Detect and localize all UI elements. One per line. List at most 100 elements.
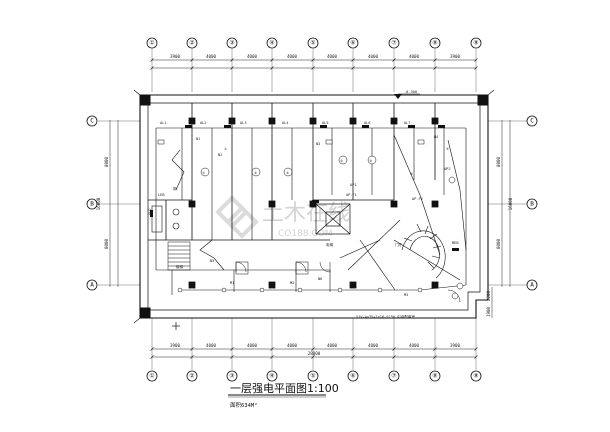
panel-label: M1 <box>230 281 234 285</box>
axis-bubble: ⑨ <box>470 37 482 49</box>
panel-label: AP-F2 <box>412 197 423 201</box>
axis-bubble: ③ <box>226 370 238 382</box>
elevation-mark: -0.300 <box>394 90 420 99</box>
svg-text:⑥: ⑥ <box>350 373 355 380</box>
dim-top-5: 4000 <box>327 54 338 59</box>
dim-bottom-total: 28000 <box>308 351 321 356</box>
axis-bubble: A <box>86 279 98 291</box>
dim-bottom-1: 3900 <box>170 343 181 348</box>
panel-label: N3 <box>316 142 320 146</box>
axis-bubble: B <box>526 198 538 210</box>
dim-bottom-7: 4000 <box>409 343 420 348</box>
dim-right-2: 16000 <box>508 197 513 210</box>
panel-label: M2 <box>290 281 294 285</box>
dim-top-7: 4000 <box>409 54 420 59</box>
axis-bubble: C <box>526 115 538 127</box>
dim-top-3: 4000 <box>247 54 258 59</box>
panel-label: N1 <box>196 137 200 141</box>
axis-bubble: ⑦ <box>388 370 400 382</box>
room-label: ③ <box>340 159 344 163</box>
watermark-logo-icon <box>215 195 259 239</box>
light-fixtures <box>157 139 464 300</box>
panel-label: MEB <box>452 241 459 245</box>
room-label: 电梯 <box>326 242 334 247</box>
axis-bubble: ① <box>146 370 158 382</box>
dim-left-1: 8000 <box>104 156 109 167</box>
elevator-shaft <box>315 203 351 235</box>
panel-label: AL4 <box>282 121 289 125</box>
axis-bubbles-side: C B A C B A <box>86 115 538 291</box>
axis-bubble: ⑧ <box>429 370 441 382</box>
panel-label: AL6 <box>364 121 371 125</box>
dimension-bottom: 3900 4000 4000 4000 4000 4000 4000 3900 … <box>152 343 476 358</box>
dim-left-2: 16000 <box>96 197 101 210</box>
room-label: ALD <box>148 209 152 216</box>
panel-label: AP1 <box>350 183 357 187</box>
panel-label: M3 <box>404 293 408 297</box>
svg-text:⑨: ⑨ <box>473 373 478 380</box>
dim-top-1: 3900 <box>170 54 181 59</box>
axis-bubbles-bottom: ① ② ③ ④ ⑤ ⑥ ⑦ ⑧ ⑨ <box>146 370 482 382</box>
panel-label: AL7 <box>404 121 411 125</box>
axis-bubble: ⑥ <box>347 37 359 49</box>
panel-label: AP2 <box>444 167 451 171</box>
room-label: ② <box>410 172 414 176</box>
building-outline <box>133 89 495 324</box>
panel-labels: AL1 AL2 AL3 AL4 AL5 AL6 AL7 AP1 AP2 AP-F… <box>158 121 459 297</box>
axis-bubble: ③ <box>226 37 238 49</box>
svg-text:C: C <box>530 118 534 125</box>
axis-bubbles-top: ① ② ③ ④ ⑤ ⑥ ⑦ ⑧ ⑨ <box>146 37 482 49</box>
dim-right-1: 8000 <box>496 156 501 167</box>
grid-lines <box>98 49 528 370</box>
dim-bottom-3: 4000 <box>247 343 258 348</box>
axis-bubble: ④ <box>266 37 278 49</box>
dim-bottom-5: 4000 <box>327 343 338 348</box>
toilet-fixtures <box>151 205 180 233</box>
room-label: ② <box>286 171 290 175</box>
axis-bubble: ⑧ <box>429 37 441 49</box>
watermark-subtext: CO188.COM <box>278 229 333 239</box>
axis-bubble: A <box>526 279 538 291</box>
wiring-runs <box>155 127 467 295</box>
partition-walls <box>148 103 439 289</box>
axis-bubble: ① <box>146 37 158 49</box>
svg-text:②: ② <box>189 373 194 380</box>
svg-text:①: ① <box>149 373 154 380</box>
svg-text:⑤: ⑤ <box>310 373 315 380</box>
svg-text:B: B <box>530 201 534 208</box>
watermark: 土木在线 CO188.COM <box>215 195 350 239</box>
room-labels: 厕 ① ① ② ② ③ ③ ② ④ 楼梯 门厅 电梯 ALD <box>148 147 450 269</box>
panel-label: AP-F1 <box>346 193 357 197</box>
dim-top-4: 4000 <box>287 54 298 59</box>
room-label: ③ <box>369 159 373 163</box>
drawing-title: 一层强电平面图1:100 <box>230 382 339 395</box>
stair-spiral <box>401 223 446 279</box>
dim-bottom-2: 4000 <box>206 343 217 348</box>
svg-text:③: ③ <box>229 373 234 380</box>
panel-label: AL5 <box>322 121 329 125</box>
svg-text:②: ② <box>189 40 194 47</box>
axis-bubble: ② <box>186 37 198 49</box>
svg-text:④: ④ <box>269 373 274 380</box>
svg-text:③: ③ <box>229 40 234 47</box>
svg-text:④: ④ <box>269 40 274 47</box>
dim-top-2: 4000 <box>206 54 217 59</box>
panel-label: N6 <box>318 277 322 281</box>
panel-label: N4 <box>434 135 438 139</box>
dim-top-6: 4000 <box>368 54 379 59</box>
dim-corner-2: 1900 <box>486 306 491 317</box>
room-label: 楼梯 <box>176 264 184 269</box>
svg-text:C: C <box>90 118 94 125</box>
dim-right-3: 8000 <box>496 238 501 249</box>
svg-text:①: ① <box>149 40 154 47</box>
room-label: ② <box>254 171 258 175</box>
axis-bubble: ⑦ <box>388 37 400 49</box>
dim-left-3: 8000 <box>104 238 109 249</box>
svg-text:⑤: ⑤ <box>310 40 315 47</box>
entry-marker <box>172 322 180 330</box>
panel-label: N2 <box>218 153 222 157</box>
panel-label: AL2 <box>200 121 207 125</box>
axis-bubble: ④ <box>266 370 278 382</box>
svg-text:A: A <box>530 282 534 289</box>
